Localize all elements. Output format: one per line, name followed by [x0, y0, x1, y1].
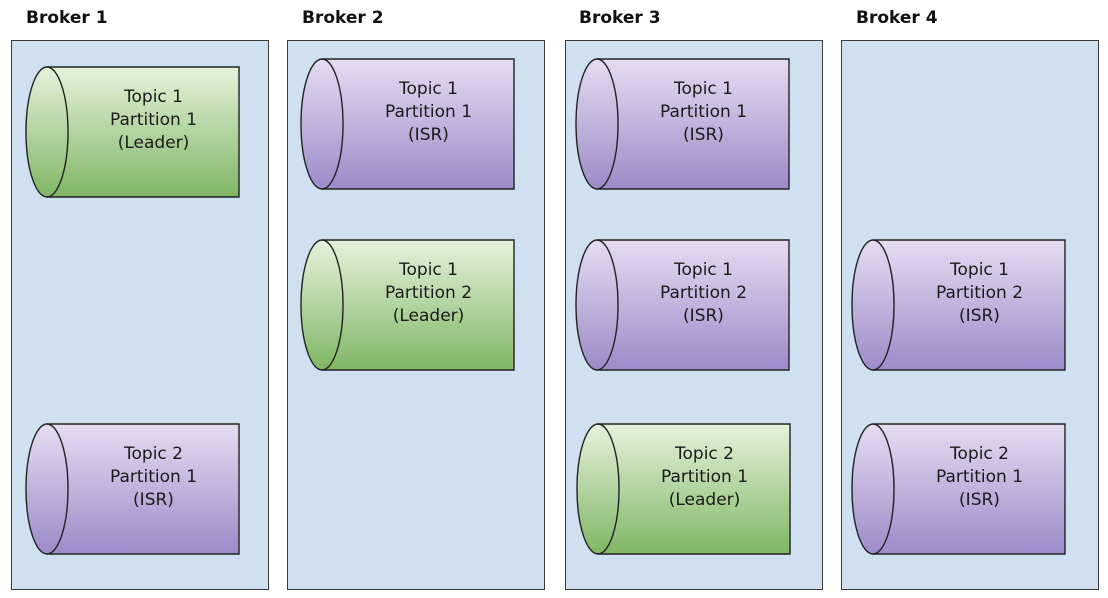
topic-name: Topic 2 [675, 443, 734, 464]
broker-4-title: Broker 4 [856, 8, 938, 28]
partition-role: (ISR) [133, 489, 174, 510]
partition-label: Topic 1 Partition 1 (ISR) [343, 47, 514, 177]
partition-role: (Leader) [117, 132, 190, 153]
topic-name: Topic 1 [399, 78, 458, 99]
partition-role: (ISR) [683, 124, 724, 145]
broker-1-partition-topic1-p1-leader: Topic 1 Partition 1 (Leader) [25, 66, 240, 198]
isr-cylinder-shape [851, 423, 1066, 555]
partition-name: Partition 1 [384, 101, 473, 122]
isr-cylinder-shape [575, 58, 790, 190]
isr-cylinder-shape [300, 58, 515, 190]
partition-role: (ISR) [959, 305, 1000, 326]
topic-name: Topic 1 [124, 86, 183, 107]
isr-cylinder-shape [851, 239, 1066, 371]
partition-role: (Leader) [668, 489, 741, 510]
broker-2-title: Broker 2 [302, 8, 384, 28]
broker-1-partition-topic2-p1-isr: Topic 2 Partition 1 (ISR) [25, 423, 240, 555]
partition-label: Topic 2 Partition 1 (Leader) [619, 412, 790, 542]
partition-label: Topic 1 Partition 1 (Leader) [68, 55, 239, 185]
topic-name: Topic 1 [674, 259, 733, 280]
partition-label: Topic 1 Partition 2 (Leader) [343, 228, 514, 358]
partition-name: Partition 1 [660, 466, 749, 487]
topic-name: Topic 1 [950, 259, 1009, 280]
partition-name: Partition 1 [109, 466, 198, 487]
broker-2-partition-topic1-p2-leader: Topic 1 Partition 2 (Leader) [300, 239, 515, 371]
leader-cylinder-shape [300, 239, 515, 371]
broker-4-partition-topic2-p1-isr: Topic 2 Partition 1 (ISR) [851, 423, 1066, 555]
topic-name: Topic 1 [399, 259, 458, 280]
partition-role: (ISR) [683, 305, 724, 326]
topic-name: Topic 2 [950, 443, 1009, 464]
isr-cylinder-shape [575, 239, 790, 371]
partition-name: Partition 1 [659, 101, 748, 122]
partition-label: Topic 1 Partition 1 (ISR) [618, 47, 789, 177]
partition-name: Partition 2 [384, 282, 473, 303]
partition-name: Partition 2 [935, 282, 1024, 303]
broker-3-partition-topic1-p2-isr: Topic 1 Partition 2 (ISR) [575, 239, 790, 371]
partition-name: Partition 1 [109, 109, 198, 130]
broker-3-title: Broker 3 [579, 8, 661, 28]
leader-cylinder-shape [576, 423, 791, 555]
partition-label: Topic 2 Partition 1 (ISR) [68, 412, 239, 542]
broker-2-partition-topic1-p1-isr: Topic 1 Partition 1 (ISR) [300, 58, 515, 190]
partition-role: (ISR) [959, 489, 1000, 510]
partition-label: Topic 1 Partition 2 (ISR) [894, 228, 1065, 358]
broker-3-partition-topic2-p1-leader: Topic 2 Partition 1 (Leader) [576, 423, 791, 555]
broker-1-title: Broker 1 [26, 8, 108, 28]
isr-cylinder-shape [25, 423, 240, 555]
partition-role: (Leader) [392, 305, 465, 326]
leader-cylinder-shape [25, 66, 240, 198]
broker-3-partition-topic1-p1-isr: Topic 1 Partition 1 (ISR) [575, 58, 790, 190]
partition-role: (ISR) [408, 124, 449, 145]
topic-name: Topic 2 [124, 443, 183, 464]
partition-name: Partition 1 [935, 466, 1024, 487]
broker-4-partition-topic1-p2-isr: Topic 1 Partition 2 (ISR) [851, 239, 1066, 371]
topic-name: Topic 1 [674, 78, 733, 99]
partition-label: Topic 2 Partition 1 (ISR) [894, 412, 1065, 542]
partition-name: Partition 2 [659, 282, 748, 303]
partition-label: Topic 1 Partition 2 (ISR) [618, 228, 789, 358]
